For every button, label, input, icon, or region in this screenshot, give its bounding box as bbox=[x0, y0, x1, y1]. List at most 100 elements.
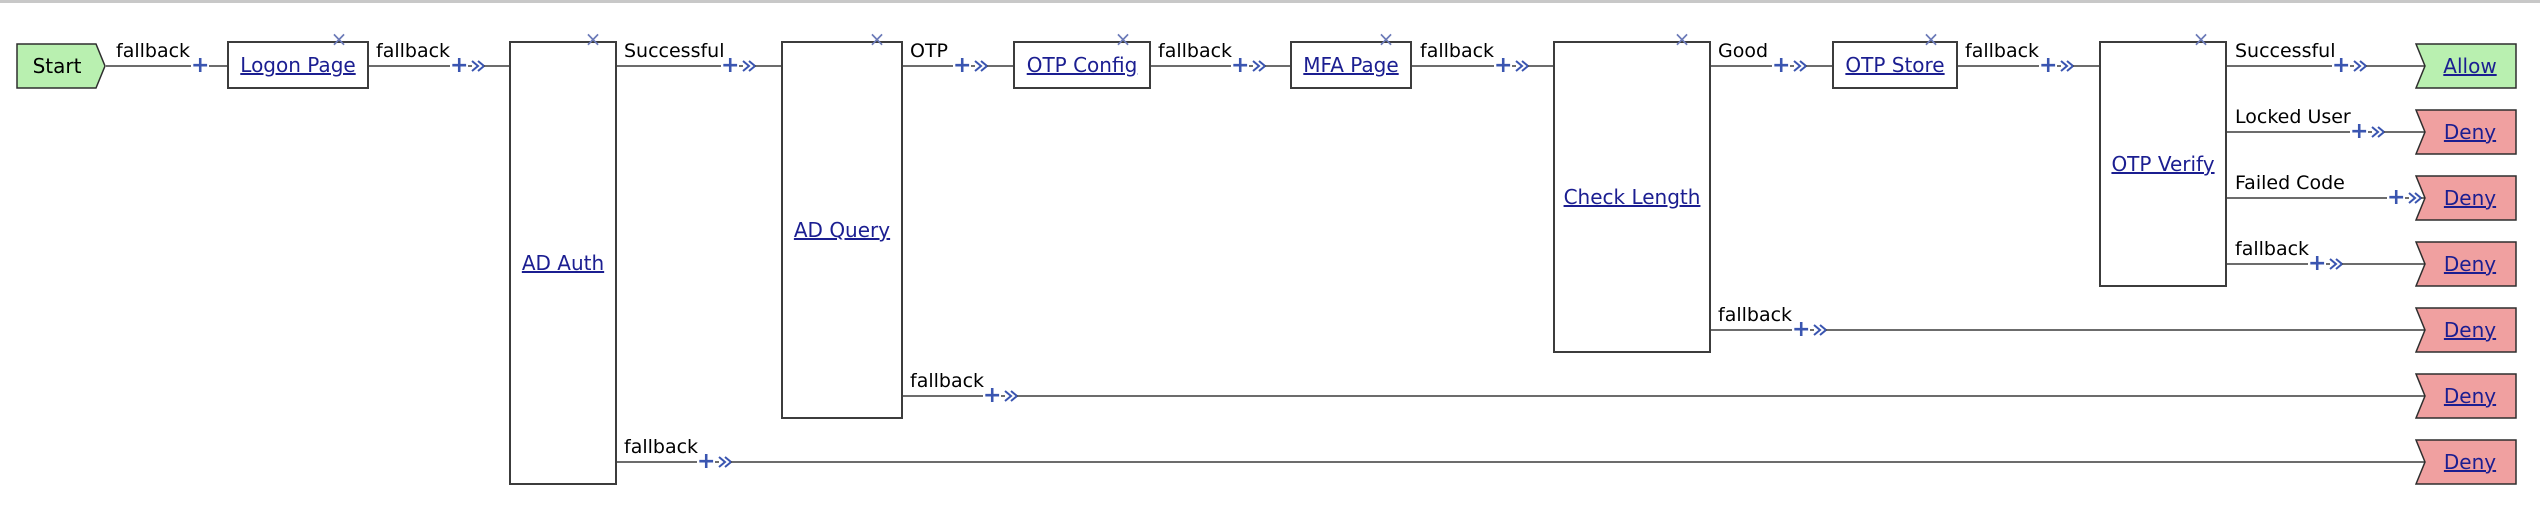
ending-deny-locked-user[interactable]: Deny bbox=[2415, 109, 2517, 155]
ending-deny-locked-user-shape bbox=[2415, 109, 2517, 155]
branch-label-store-fallback: fallback bbox=[1965, 40, 2040, 62]
add-action-store-fallback-icon[interactable]: + bbox=[2039, 53, 2058, 78]
connector-verify-locked-arrow-icon bbox=[2371, 126, 2386, 138]
branch-label-query-fallback: fallback bbox=[910, 370, 985, 392]
ending-allow-polygon bbox=[2415, 43, 2517, 89]
top-border bbox=[0, 0, 2540, 3]
connector-query-otp-arrow-icon bbox=[974, 60, 989, 72]
node-otp-store[interactable]: OTP Store bbox=[1832, 41, 1958, 89]
delete-otp-verify-icon[interactable]: × bbox=[2192, 27, 2210, 51]
node-logon-page-link[interactable]: Logon Page bbox=[240, 53, 356, 77]
add-action-logon-fallback-icon[interactable]: + bbox=[450, 53, 469, 78]
connector-verify-successful-arrow-icon bbox=[2353, 60, 2368, 72]
connector-length-good-arrow-icon bbox=[1793, 60, 1808, 72]
add-action-length-fallback-icon[interactable]: + bbox=[1792, 317, 1811, 342]
start-shape bbox=[16, 43, 106, 89]
connector-auth-fallback-arrow-icon bbox=[718, 456, 733, 468]
ending-deny-ad-query-shape bbox=[2415, 373, 2517, 419]
start-shape-polygon bbox=[16, 43, 106, 89]
node-logon-page[interactable]: Logon Page bbox=[227, 41, 369, 89]
add-action-query-fallback-icon[interactable]: + bbox=[983, 383, 1002, 408]
connector-mfa-fallback-arrow-icon bbox=[1515, 60, 1530, 72]
node-otp-config-link[interactable]: OTP Config bbox=[1026, 53, 1138, 77]
connector-store-fallback-arrow-icon bbox=[2060, 60, 2075, 72]
node-otp-verify[interactable]: OTP Verify bbox=[2099, 41, 2227, 287]
branch-label-auth-fallback: fallback bbox=[624, 436, 699, 458]
ending-deny-verify-fallback-shape bbox=[2415, 241, 2517, 287]
connector-auth-successful-arrow-icon bbox=[742, 60, 757, 72]
add-action-mfa-fallback-icon[interactable]: + bbox=[1494, 53, 1513, 78]
ending-deny-ad-query-polygon bbox=[2415, 373, 2517, 419]
node-check-length-link[interactable]: Check Length bbox=[1563, 185, 1701, 209]
add-action-verify-successful-icon[interactable]: + bbox=[2332, 53, 2351, 78]
ending-deny-check-length[interactable]: Deny bbox=[2415, 307, 2517, 353]
ending-deny-check-length-polygon bbox=[2415, 307, 2517, 353]
ending-deny-verify-fallback[interactable]: Deny bbox=[2415, 241, 2517, 287]
ending-deny-failed-code[interactable]: Deny bbox=[2415, 175, 2517, 221]
add-action-length-good-icon[interactable]: + bbox=[1772, 53, 1791, 78]
branch-label-verify-failed: Failed Code bbox=[2235, 172, 2345, 194]
branch-label-verify-fallback: fallback bbox=[2235, 238, 2310, 260]
node-ad-auth-link[interactable]: AD Auth bbox=[521, 251, 605, 275]
ending-deny-ad-auth[interactable]: Deny bbox=[2415, 439, 2517, 485]
ending-deny-ad-auth-polygon bbox=[2415, 439, 2517, 485]
branch-label-query-otp: OTP bbox=[910, 40, 949, 62]
branch-label-length-good: Good bbox=[1718, 40, 1769, 62]
ending-deny-verify-fallback-polygon bbox=[2415, 241, 2517, 287]
ending-deny-failed-code-link[interactable]: Deny bbox=[2443, 186, 2497, 210]
node-ad-auth[interactable]: AD Auth bbox=[509, 41, 617, 485]
ending-deny-failed-code-polygon bbox=[2415, 175, 2517, 221]
node-otp-config[interactable]: OTP Config bbox=[1013, 41, 1151, 89]
start-label: Start bbox=[32, 54, 82, 78]
add-action-start-fallback-icon[interactable]: + bbox=[191, 53, 210, 78]
branch-label-verify-successful: Successful bbox=[2235, 40, 2336, 62]
ending-deny-failed-code-shape bbox=[2415, 175, 2517, 221]
connector-verify-fallback-arrow-icon bbox=[2329, 258, 2344, 270]
add-action-query-otp-icon[interactable]: + bbox=[953, 53, 972, 78]
branch-label-mfa-fallback: fallback bbox=[1420, 40, 1495, 62]
start-node: Start bbox=[16, 43, 106, 89]
node-check-length[interactable]: Check Length bbox=[1553, 41, 1711, 353]
ending-deny-ad-auth-shape bbox=[2415, 439, 2517, 485]
branch-label-logon-fallback: fallback bbox=[376, 40, 451, 62]
ending-allow-shape bbox=[2415, 43, 2517, 89]
node-ad-query-link[interactable]: AD Query bbox=[793, 218, 891, 242]
ending-deny-ad-query[interactable]: Deny bbox=[2415, 373, 2517, 419]
delete-otp-store-icon[interactable]: × bbox=[1922, 27, 1940, 51]
delete-ad-query-icon[interactable]: × bbox=[868, 27, 886, 51]
add-action-verify-failed-icon[interactable]: + bbox=[2387, 185, 2406, 210]
delete-mfa-page-icon[interactable]: × bbox=[1377, 27, 1395, 51]
connector-logon-fallback-arrow-icon bbox=[471, 60, 486, 72]
ending-deny-verify-fallback-link[interactable]: Deny bbox=[2443, 252, 2497, 276]
branch-label-auth-successful: Successful bbox=[624, 40, 725, 62]
branch-label-verify-locked: Locked User bbox=[2235, 106, 2351, 128]
add-action-auth-successful-icon[interactable]: + bbox=[721, 53, 740, 78]
delete-check-length-icon[interactable]: × bbox=[1673, 27, 1691, 51]
node-mfa-page-link[interactable]: MFA Page bbox=[1303, 53, 1399, 77]
ending-deny-check-length-link[interactable]: Deny bbox=[2443, 318, 2497, 342]
ending-allow-link[interactable]: Allow bbox=[2443, 54, 2497, 78]
ending-deny-ad-auth-link[interactable]: Deny bbox=[2443, 450, 2497, 474]
ending-deny-check-length-shape bbox=[2415, 307, 2517, 353]
add-action-auth-fallback-icon[interactable]: + bbox=[697, 449, 716, 474]
add-action-verify-fallback-icon[interactable]: + bbox=[2308, 251, 2327, 276]
node-otp-store-link[interactable]: OTP Store bbox=[1845, 53, 1945, 77]
node-otp-verify-link[interactable]: OTP Verify bbox=[2111, 152, 2215, 176]
branch-label-start-fallback: fallback bbox=[116, 40, 191, 62]
node-ad-query[interactable]: AD Query bbox=[781, 41, 903, 419]
ending-deny-locked-user-link[interactable]: Deny bbox=[2443, 120, 2497, 144]
ending-allow[interactable]: Allow bbox=[2415, 43, 2517, 89]
add-action-config-fallback-icon[interactable]: + bbox=[1231, 53, 1250, 78]
ending-deny-ad-query-link[interactable]: Deny bbox=[2443, 384, 2497, 408]
delete-otp-config-icon[interactable]: × bbox=[1114, 27, 1132, 51]
delete-logon-page-icon[interactable]: × bbox=[330, 27, 348, 51]
branch-label-length-fallback: fallback bbox=[1718, 304, 1793, 326]
node-mfa-page[interactable]: MFA Page bbox=[1290, 41, 1412, 89]
connector-config-fallback-arrow-icon bbox=[1252, 60, 1267, 72]
branch-label-config-fallback: fallback bbox=[1158, 40, 1233, 62]
delete-ad-auth-icon[interactable]: × bbox=[584, 27, 602, 51]
ending-deny-locked-user-polygon bbox=[2415, 109, 2517, 155]
connector-query-fallback-arrow-icon bbox=[1004, 390, 1019, 402]
connector-length-fallback-arrow-icon bbox=[1813, 324, 1828, 336]
add-action-verify-locked-icon[interactable]: + bbox=[2350, 119, 2369, 144]
